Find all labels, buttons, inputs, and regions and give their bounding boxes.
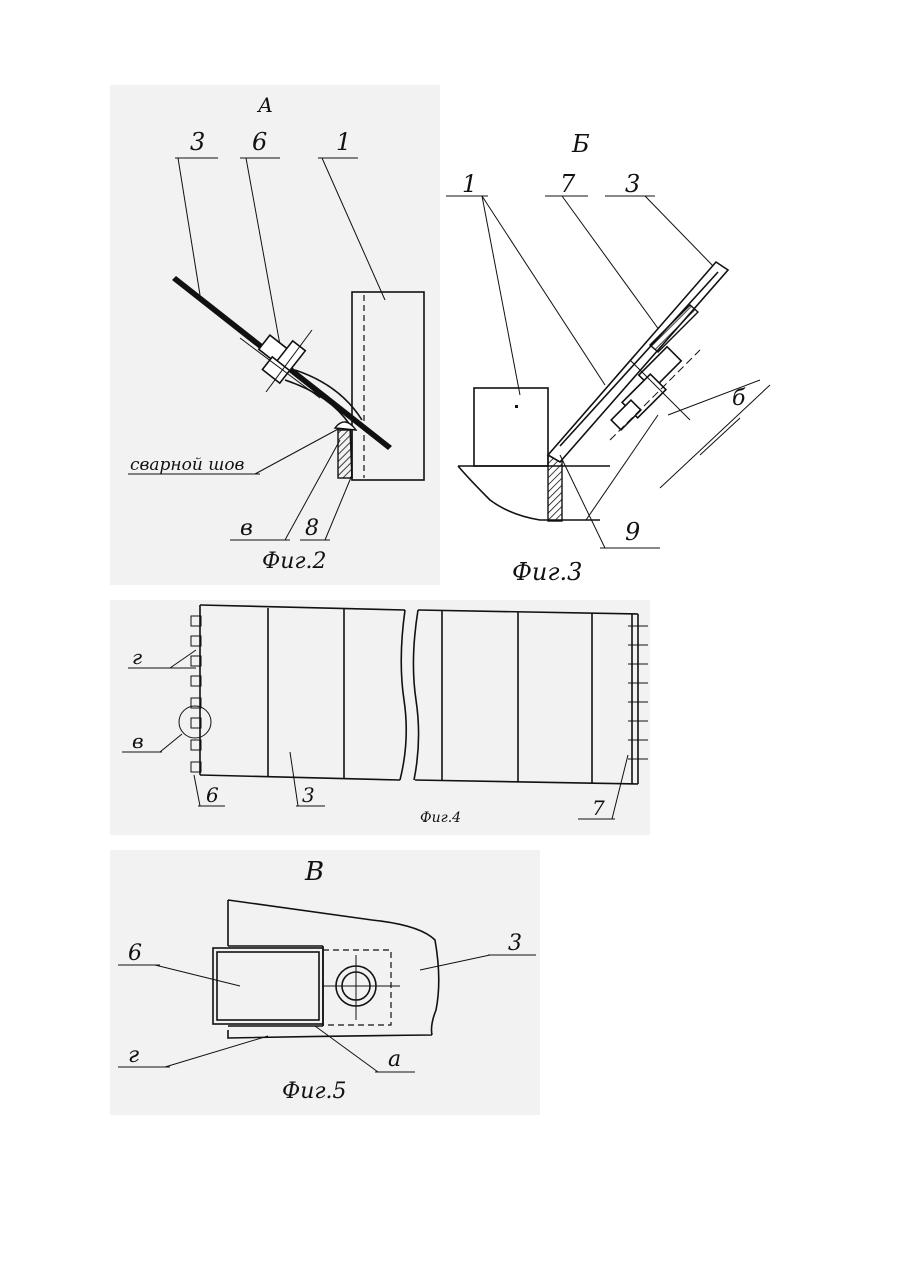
fig4-leader-6 <box>194 775 200 806</box>
figure-2: А 3 6 1 <box>128 93 424 574</box>
fig2-leader-1 <box>322 158 385 300</box>
fig2-label-6: 6 <box>252 128 267 156</box>
fig3-sheet <box>548 262 728 462</box>
fig5-leader-3 <box>420 955 490 970</box>
fig2-weld-label: сварной шов <box>130 455 245 475</box>
fig3-leader-7 <box>562 196 665 338</box>
fig5-label-a: а <box>388 1047 401 1072</box>
fig2-view-label: А <box>256 93 273 117</box>
fig3-label-1: 1 <box>462 170 477 198</box>
fig3-leader-9b <box>586 415 658 520</box>
fig3-dim-ext-1 <box>668 380 760 415</box>
fig3-post <box>474 388 548 466</box>
fig3-caption: Фиг.3 <box>512 558 582 586</box>
fig5-hidden-area <box>323 950 391 1025</box>
fig5-view-label: В <box>304 857 324 887</box>
fig4-leader-7 <box>612 755 628 819</box>
fig4-label-g: г <box>132 645 142 669</box>
fig5-label-3: 3 <box>508 931 522 956</box>
fig5-sheet-outline <box>228 900 439 1038</box>
fig3-view-label: Б <box>571 130 590 158</box>
fig4-break-right <box>413 610 418 780</box>
figure-5: В 6 3 г <box>118 857 536 1104</box>
fig4-strip-outline <box>200 605 638 784</box>
fig3-dim-ext-2 <box>660 385 770 488</box>
fig5-bracket <box>213 948 323 1024</box>
fig2-weld-plate <box>338 430 352 478</box>
fig2-caption: Фиг.2 <box>262 549 327 574</box>
fig3-label-delta: б <box>732 386 746 411</box>
fig3-dim-line <box>700 418 740 455</box>
fig5-bracket-inner <box>217 952 319 1020</box>
fig4-detail-circle <box>179 706 211 738</box>
fig5-leader-a <box>315 1026 378 1072</box>
fig4-label-7: 7 <box>592 796 605 820</box>
fig3-label-7: 7 <box>560 170 576 198</box>
fig3-post-mark <box>515 405 518 408</box>
fig5-leader-6 <box>155 965 240 986</box>
fig4-leader-v <box>160 734 182 752</box>
figure-3: Б 1 7 3 <box>446 130 770 586</box>
fig4-leader-g-1 <box>170 650 196 668</box>
fig3-label-9: 9 <box>625 518 640 546</box>
fig2-label-1: 1 <box>336 128 351 156</box>
fig4-label-3: 3 <box>302 783 315 807</box>
fig4-label-v: в <box>132 729 144 753</box>
fig2-label-8: 8 <box>305 516 319 541</box>
fig4-caption: Фиг.4 <box>420 810 461 826</box>
fig3-bolt <box>610 347 700 440</box>
fig2-leader-6 <box>246 158 280 345</box>
fig2-label-3: 3 <box>190 128 205 156</box>
fig4-leader-3 <box>290 752 298 806</box>
fig2-leader-3 <box>178 158 200 295</box>
fig4-break-left <box>400 610 406 780</box>
fig3-label-3: 3 <box>625 170 640 198</box>
fig2-label-v: в <box>240 516 253 541</box>
fig5-leader-g <box>165 1036 268 1067</box>
fig3-sheet-inner <box>560 272 718 446</box>
fig5-label-6: 6 <box>128 941 142 966</box>
fig2-post <box>352 292 424 480</box>
fig3-leader-3 <box>645 196 715 268</box>
fig2-leader-8 <box>325 475 352 540</box>
figure-4: г в 6 3 7 Фиг.4 <box>122 605 648 826</box>
fig4-label-6: 6 <box>206 783 219 807</box>
fig5-label-g: г <box>128 1043 139 1068</box>
fig5-caption: Фиг.5 <box>282 1079 347 1104</box>
fig3-weld-plate <box>548 455 562 521</box>
fig2-weld-leader <box>255 428 340 474</box>
